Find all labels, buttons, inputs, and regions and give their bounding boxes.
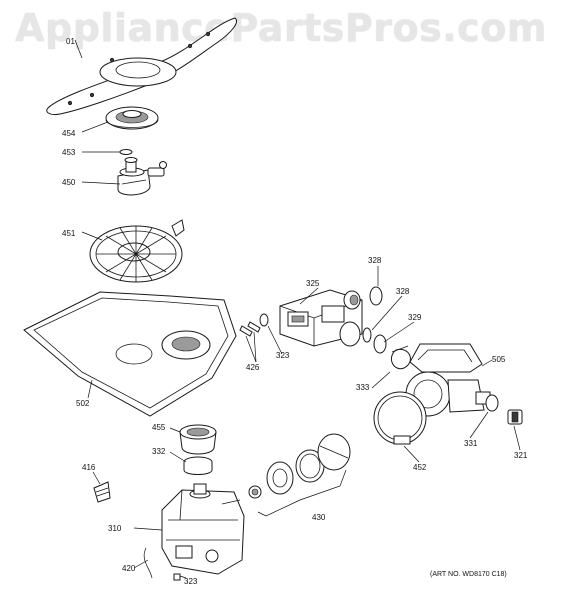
mounting-screws [239,321,261,337]
small-seal-ring [119,149,133,155]
callout-454: 454 [62,129,76,138]
hose-clamp-small [373,334,387,354]
seal-ring-upper [369,286,383,306]
band-clamp [373,391,427,445]
callout-328-upper: 328 [368,256,382,265]
grommet-lower [173,573,181,581]
drain-valve-assembly [279,289,363,347]
callout-332: 332 [152,447,166,456]
callout-329: 329 [408,313,422,322]
mounting-bolt [93,481,111,503]
pump-seal-kit [248,433,351,499]
pump-motor-assembly [161,483,245,575]
callout-325: 325 [306,279,320,288]
leader-lines [74,39,521,579]
drain-cup-455 [179,424,217,455]
callout-453: 453 [62,148,76,157]
sump-gasket-tub [23,291,237,417]
drain-ring [485,394,499,412]
grommet-upper [259,313,269,327]
callout-328-lower: 328 [396,287,410,296]
callout-333: 333 [356,383,370,392]
callout-310: 310 [108,524,122,533]
seal-ring-lower [362,327,372,343]
art-number: (ART NO. WD8170 C18) [430,571,507,578]
callout-420: 420 [122,564,136,573]
callout-321: 321 [514,451,528,460]
callout-323-upper: 323 [276,351,290,360]
callout-426: 426 [246,363,260,372]
spray-tower-assembly [117,157,167,196]
callout-01: 01 [66,37,75,46]
callout-452: 452 [413,463,427,472]
callout-505: 505 [492,355,506,364]
hose-clamp-333 [391,345,411,370]
callout-502: 502 [76,399,90,408]
callout-430: 430 [312,513,326,522]
callout-455: 455 [152,423,166,432]
callout-331: 331 [464,439,478,448]
filter-screen-disc [89,219,185,283]
pump-seal-332 [183,456,213,475]
spray-arm-mount [105,106,159,130]
drain-fitting [507,409,523,425]
callout-323-lower: 323 [184,577,198,586]
callout-451: 451 [62,229,76,238]
upper-spray-arm [46,17,237,115]
callout-416: 416 [82,463,96,472]
sump-housing [405,343,491,417]
wire-harness [143,547,153,579]
callout-450: 450 [62,178,76,187]
